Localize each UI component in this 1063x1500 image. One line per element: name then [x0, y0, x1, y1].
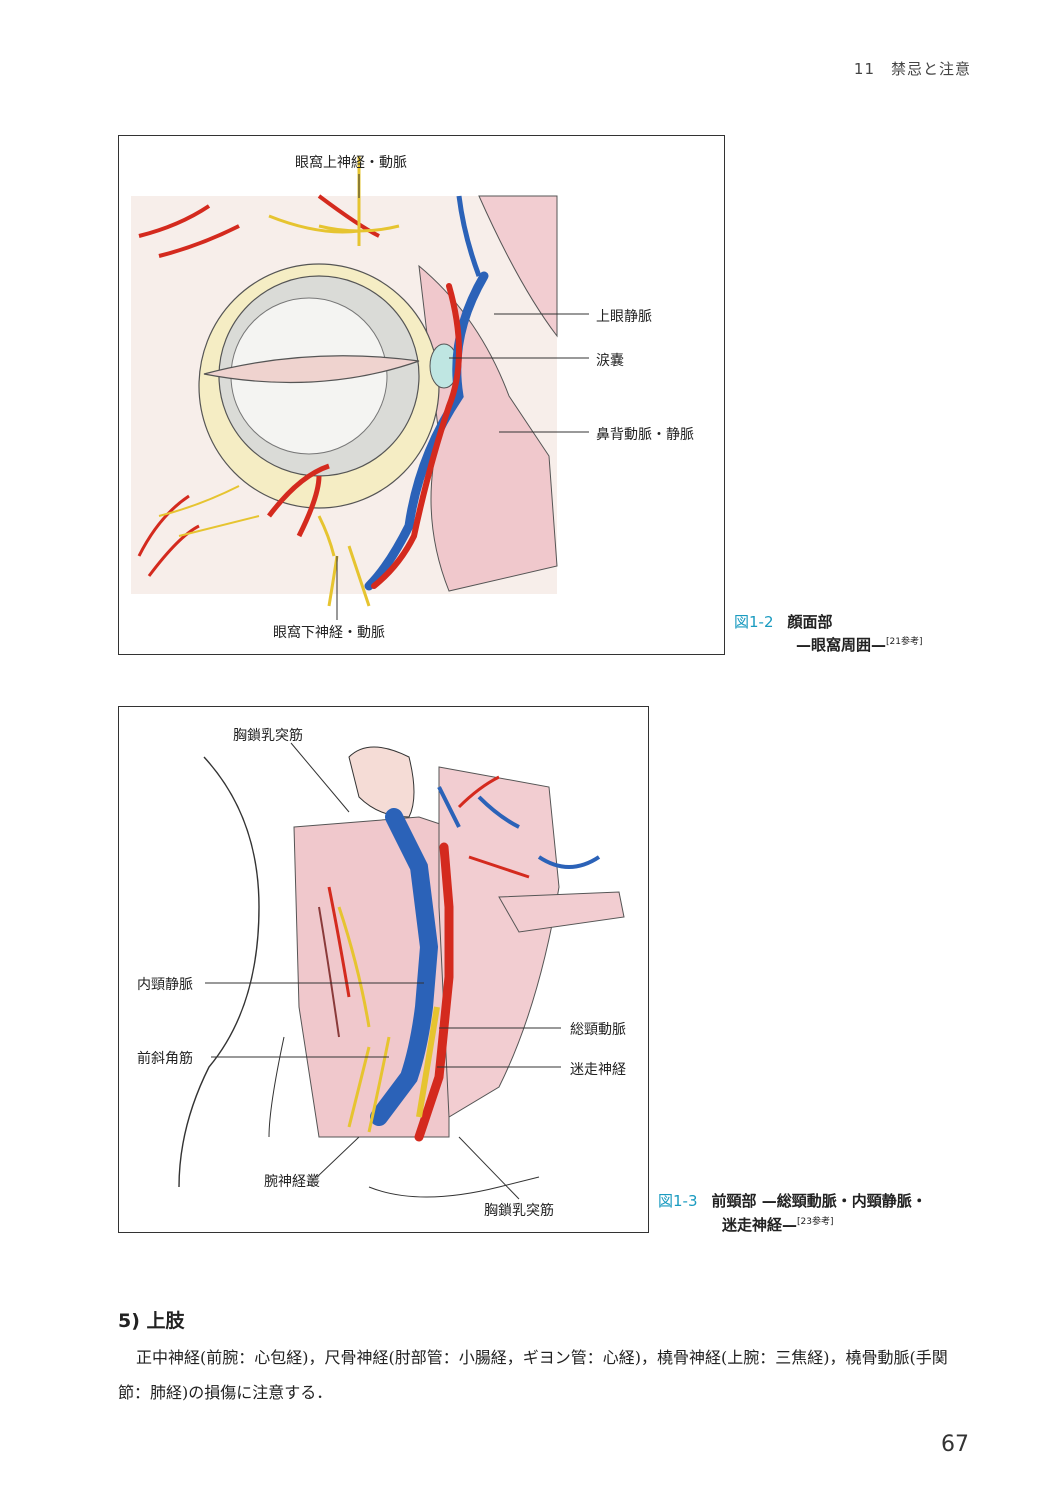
label-common-carotid-artery: 総頸動脈 [570, 1022, 626, 1038]
label-brachial-plexus: 腕神経叢 [264, 1174, 320, 1190]
caption-title: 顔面部 [787, 613, 833, 631]
label-infraorbital: 眼窩下神経・動脈 [273, 625, 385, 641]
label-lacrimal-sac: 涙嚢 [596, 353, 624, 369]
label-superior-ophthalmic-vein: 上眼静脈 [596, 309, 652, 325]
caption-figure-1-2-sub: —眼窩周囲—[21参考] [796, 634, 923, 655]
caption-ref: [21参考] [886, 637, 923, 647]
caption-figure-1-2: 図1-2 顔面部 [734, 611, 833, 632]
section-heading: 5) 上肢 [118, 1310, 185, 1332]
page-number: 67 [941, 1432, 969, 1457]
label-internal-jugular-vein: 内頸静脈 [137, 977, 193, 993]
caption-subtitle: —眼窩周囲— [796, 636, 887, 654]
label-anterior-scalene: 前斜角筋 [137, 1051, 193, 1067]
running-head: 11 禁忌と注意 [853, 60, 971, 78]
caption-ref: [23参考] [797, 1217, 834, 1227]
caption-title-line1: 前頸部 —総頸動脈・内頸静脈・ [711, 1192, 927, 1210]
label-sternocleidomastoid-top: 胸鎖乳突筋 [233, 728, 303, 744]
label-dorsal-nasal: 鼻背動脈・静脈 [596, 427, 694, 443]
caption-number: 図1-3 [658, 1192, 698, 1210]
label-supraorbital: 眼窩上神経・動脈 [295, 155, 407, 171]
orbit-illustration [131, 156, 589, 620]
caption-title-line2: 迷走神経— [722, 1216, 798, 1234]
label-vagus-nerve: 迷走神経 [570, 1062, 626, 1078]
neck-illustration [178, 742, 625, 1200]
body-paragraph: 正中神経(前腕：心包経)，尺骨神経(肘部管：小腸経，ギヨン管：心経)，橈骨神経(… [118, 1348, 948, 1402]
caption-figure-1-3-line2: 迷走神経—[23参考] [722, 1214, 834, 1235]
figure-orbit: 眼窩上神経・動脈 上眼静脈 涙嚢 鼻背動脈・静脈 眼窩下神経・動脈 [118, 135, 725, 655]
label-sternocleidomastoid-bottom: 胸鎖乳突筋 [484, 1203, 554, 1219]
caption-number: 図1-2 [734, 613, 774, 631]
figure-neck: 胸鎖乳突筋 内頸静脈 総頸動脈 前斜角筋 迷走神経 腕神経叢 胸鎖乳突筋 [118, 706, 649, 1233]
caption-figure-1-3: 図1-3 前頸部 —総頸動脈・内頸静脈・ [658, 1190, 927, 1211]
